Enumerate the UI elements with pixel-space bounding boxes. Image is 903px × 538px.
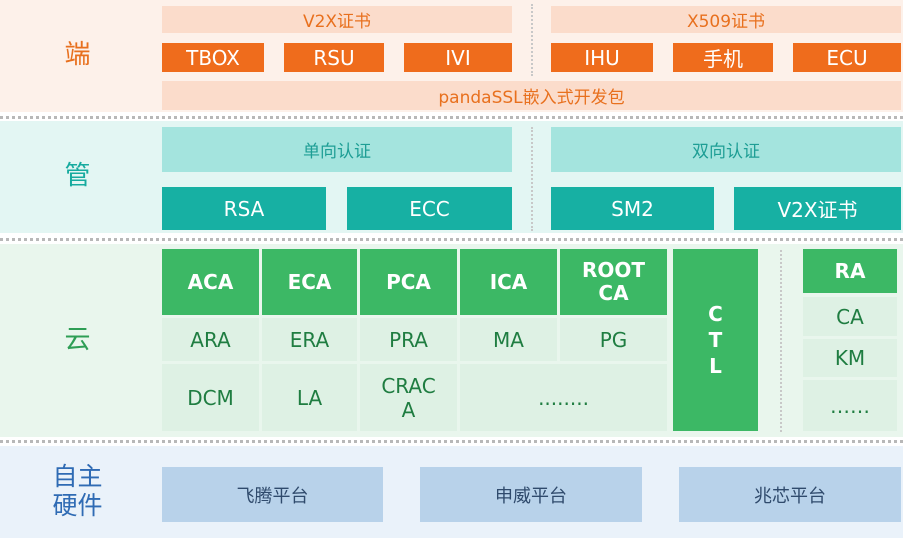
- device-tbox: TBOX: [162, 43, 264, 72]
- service-pra: PRA: [360, 318, 457, 361]
- device-ihu: IHU: [551, 43, 653, 72]
- separator-cloud-hardware: [0, 440, 903, 443]
- cloud-divider: [780, 250, 782, 432]
- hardware-layer-label: 自主 硬件: [52, 462, 103, 520]
- end-divider: [531, 4, 533, 76]
- x509-cert-header: X509证书: [551, 6, 901, 33]
- device-ivi: IVI: [404, 43, 512, 72]
- service-craca: CRAC A: [360, 364, 457, 431]
- service-la: LA: [262, 364, 357, 431]
- v2x-cert-header: V2X证书: [162, 6, 512, 33]
- ra-header: RA: [803, 249, 897, 293]
- service-ara: ARA: [162, 318, 259, 361]
- ctl-block: C T L: [673, 249, 758, 431]
- service-pg: PG: [560, 318, 667, 361]
- authority-ica: ICA: [460, 249, 557, 315]
- authority-pca: PCA: [360, 249, 457, 315]
- pandassl-sdk: pandaSSL嵌入式开发包: [162, 81, 901, 110]
- algo-v2x-cert: V2X证书: [734, 187, 901, 230]
- authority-eca: ECA: [262, 249, 357, 315]
- cloud-layer-label: 云: [64, 324, 91, 355]
- device-ecu: ECU: [793, 43, 901, 72]
- platform-zhaoxin: 兆芯平台: [679, 467, 901, 522]
- end-layer-label: 端: [64, 40, 91, 71]
- service-era: ERA: [262, 318, 357, 361]
- two-way-auth: 双向认证: [551, 127, 901, 172]
- separator-pipe-cloud: [0, 238, 903, 241]
- ctl-label: C T L: [708, 302, 723, 378]
- authority-aca: ACA: [162, 249, 259, 315]
- authority-root-ca: ROOT CA: [560, 249, 667, 315]
- platform-feiteng: 飞腾平台: [162, 467, 383, 522]
- ra-item-km: KM: [803, 339, 897, 377]
- separator-end-pipe: [0, 116, 903, 119]
- ra-item-ca: CA: [803, 297, 897, 336]
- ra-item-more: ……: [803, 380, 897, 431]
- pipe-divider: [531, 127, 533, 231]
- service-more: ........: [460, 364, 667, 431]
- algo-sm2: SM2: [551, 187, 714, 230]
- service-dcm: DCM: [162, 364, 259, 431]
- algo-ecc: ECC: [347, 187, 512, 230]
- platform-shenwei: 申威平台: [420, 467, 642, 522]
- algo-rsa: RSA: [162, 187, 326, 230]
- one-way-auth: 单向认证: [162, 127, 512, 172]
- pipe-layer-label: 管: [64, 161, 91, 192]
- service-ma: MA: [460, 318, 557, 361]
- device-phone: 手机: [673, 43, 773, 72]
- device-rsu: RSU: [284, 43, 384, 72]
